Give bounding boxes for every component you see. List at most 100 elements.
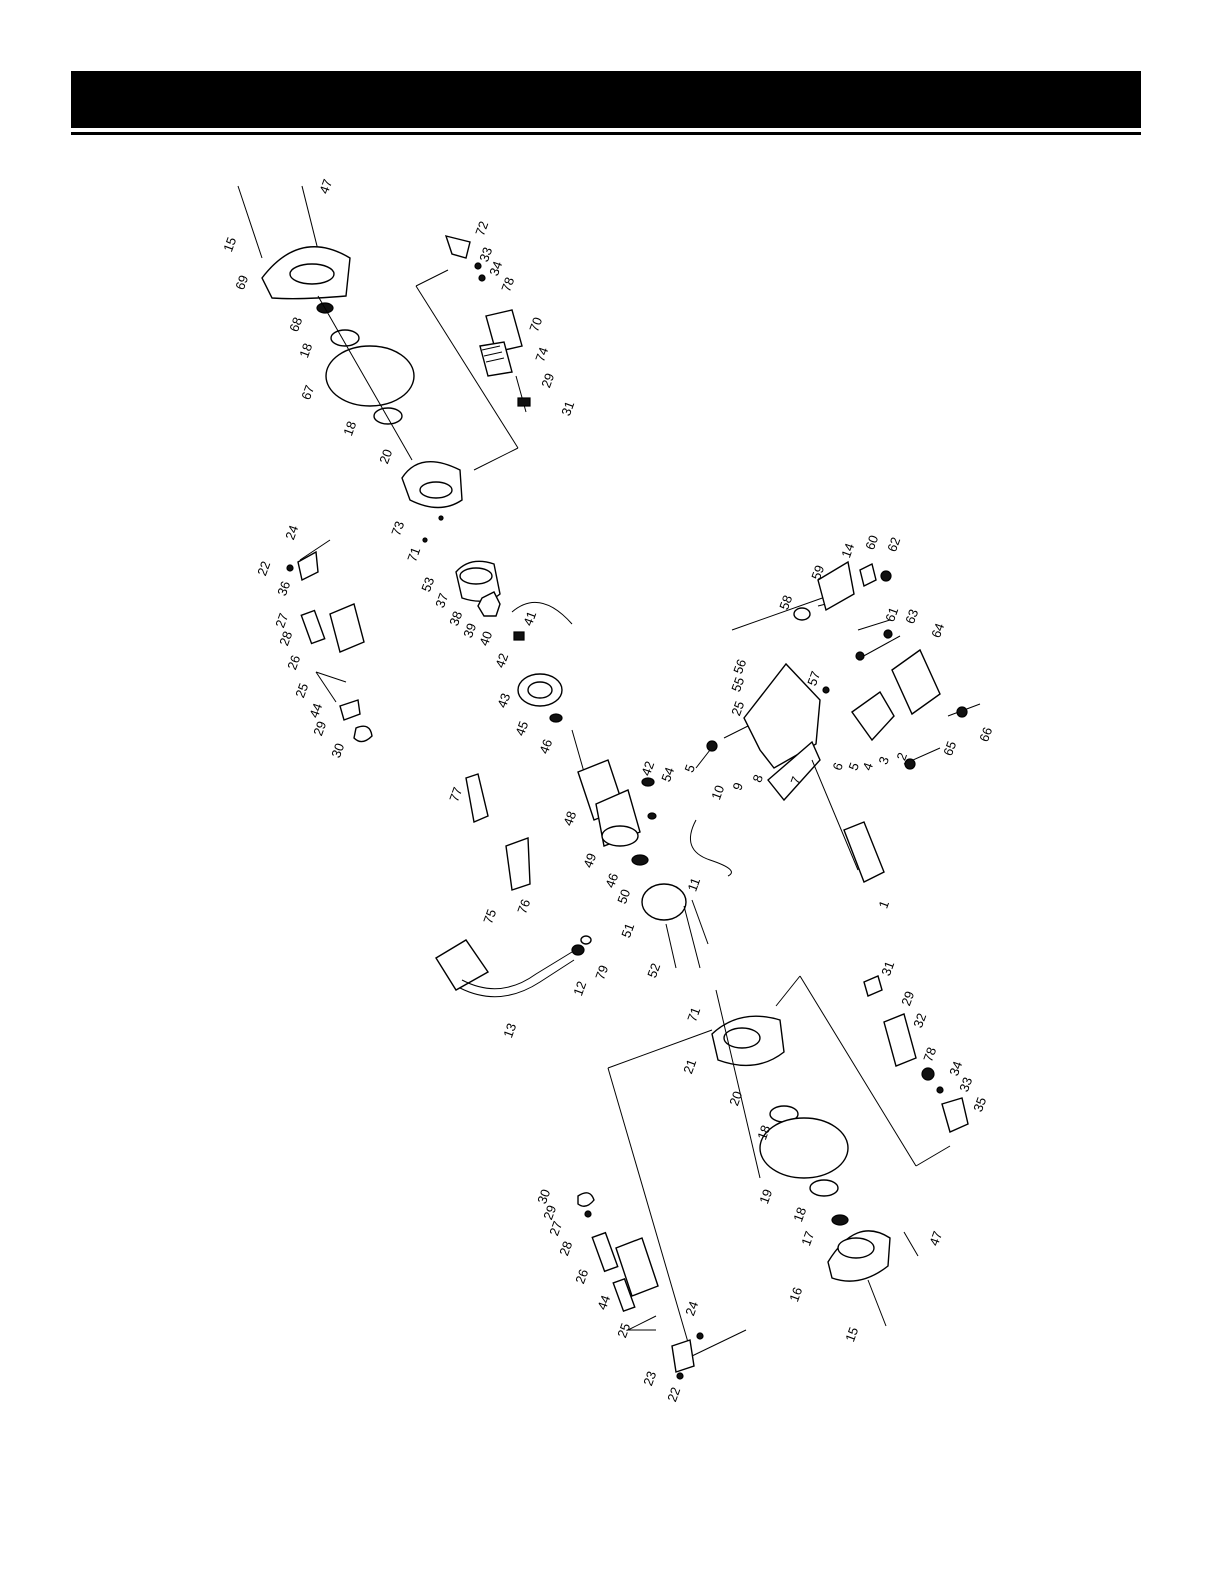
- callout-20: 20: [726, 1089, 745, 1108]
- base-cover: [641, 883, 687, 921]
- callout-50: 50: [614, 887, 633, 906]
- lower-eye-shield: [883, 1013, 917, 1067]
- header-rule: [71, 132, 1141, 135]
- base-group: [731, 560, 981, 883]
- callout-42: 42: [638, 759, 657, 778]
- callout-24: 24: [682, 1299, 701, 1318]
- callout-41: 41: [520, 609, 539, 628]
- callout-29: 29: [898, 989, 917, 1008]
- callout-37: 37: [432, 591, 451, 610]
- callout-1: 1: [875, 898, 892, 910]
- callout-25: 25: [292, 681, 311, 700]
- callout-55: 55: [728, 675, 747, 694]
- flex-shaft-handpiece: [465, 773, 489, 823]
- callout-27: 27: [272, 611, 291, 630]
- callout-5: 5: [681, 762, 698, 774]
- lower-flange-outer: [809, 1179, 839, 1197]
- callout-17: 17: [798, 1229, 817, 1248]
- callout-40: 40: [476, 629, 495, 648]
- callout-23: 23: [640, 1369, 659, 1388]
- callout-44: 44: [306, 701, 325, 720]
- callout-4: 4: [859, 760, 876, 772]
- upper-flange-outer: [330, 329, 360, 347]
- callout-31: 31: [558, 399, 577, 418]
- base-plate: [891, 648, 941, 716]
- callout-52: 52: [644, 961, 663, 980]
- power-cord: [689, 819, 732, 877]
- motor-group: [455, 560, 749, 969]
- callout-59: 59: [808, 563, 827, 582]
- upper-grinding-wheel: [325, 345, 415, 407]
- callout-64: 64: [928, 621, 947, 640]
- callout-29: 29: [538, 371, 557, 390]
- callout-49: 49: [580, 851, 599, 870]
- callout-46: 46: [536, 737, 555, 756]
- callout-62: 62: [884, 535, 903, 554]
- switch-plate: [851, 690, 895, 742]
- callout-21: 21: [680, 1057, 699, 1076]
- header-bar: [71, 71, 1141, 128]
- callout-79: 79: [592, 963, 611, 982]
- callout-63: 63: [902, 607, 921, 626]
- callout-30: 30: [534, 1187, 553, 1206]
- callout-22: 22: [664, 1385, 683, 1404]
- callout-16: 16: [786, 1285, 805, 1304]
- callout-75: 75: [480, 907, 499, 926]
- lower-tool-rest-plate: [615, 1237, 659, 1297]
- callout-74: 74: [532, 345, 551, 364]
- callout-15: 15: [220, 235, 239, 254]
- callout-18: 18: [340, 419, 359, 438]
- upper-flange-inner: [373, 407, 403, 425]
- upper-tool-rest: [286, 539, 373, 743]
- callout-9: 9: [729, 780, 746, 792]
- base-housing: [743, 662, 821, 769]
- callout-46: 46: [602, 871, 621, 890]
- callout-34: 34: [946, 1059, 965, 1078]
- callout-53: 53: [418, 575, 437, 594]
- callout-71: 71: [684, 1005, 703, 1024]
- callout-38: 38: [446, 609, 465, 628]
- switch-gear: [477, 591, 501, 617]
- callout-30: 30: [328, 741, 347, 760]
- callout-3: 3: [875, 754, 892, 766]
- callout-19: 19: [756, 1187, 775, 1206]
- callout-25: 25: [728, 699, 747, 718]
- callout-47: 47: [316, 177, 335, 196]
- callout-47: 47: [926, 1229, 945, 1248]
- callout-78: 78: [920, 1045, 939, 1064]
- switch-box: [817, 560, 855, 612]
- callout-76: 76: [514, 897, 533, 916]
- callout-11: 11: [684, 876, 703, 894]
- callout-13: 13: [500, 1021, 519, 1040]
- callout-71: 71: [404, 545, 423, 564]
- callout-25: 25: [614, 1321, 633, 1340]
- callout-29: 29: [310, 719, 329, 738]
- callout-78: 78: [498, 275, 517, 294]
- callout-8: 8: [749, 772, 766, 784]
- callout-labels: 4715696818671820737172333478707429312422…: [220, 177, 995, 1404]
- callout-44: 44: [594, 1293, 613, 1312]
- callout-20: 20: [376, 447, 395, 466]
- upper-tool-rest-plate: [329, 603, 365, 653]
- rubber-foot: [843, 821, 885, 883]
- callout-77: 77: [446, 785, 465, 804]
- callout-48: 48: [560, 809, 579, 828]
- callout-69: 69: [232, 273, 251, 292]
- callout-67: 67: [298, 383, 317, 402]
- switch-knob: [793, 607, 811, 621]
- callout-35: 35: [970, 1095, 989, 1114]
- callout-45: 45: [512, 719, 531, 738]
- callout-54: 54: [658, 765, 677, 784]
- callout-10: 10: [708, 783, 727, 802]
- callout-72: 72: [472, 219, 491, 238]
- callout-27: 27: [546, 1219, 565, 1238]
- upper-wheel-assembly: [237, 185, 531, 543]
- callout-18: 18: [296, 341, 315, 360]
- callout-28: 28: [276, 629, 295, 648]
- callout-29: 29: [540, 1203, 559, 1222]
- callout-57: 57: [804, 669, 823, 688]
- callout-22: 22: [254, 559, 273, 578]
- callout-60: 60: [862, 533, 881, 552]
- callout-33: 33: [476, 245, 495, 264]
